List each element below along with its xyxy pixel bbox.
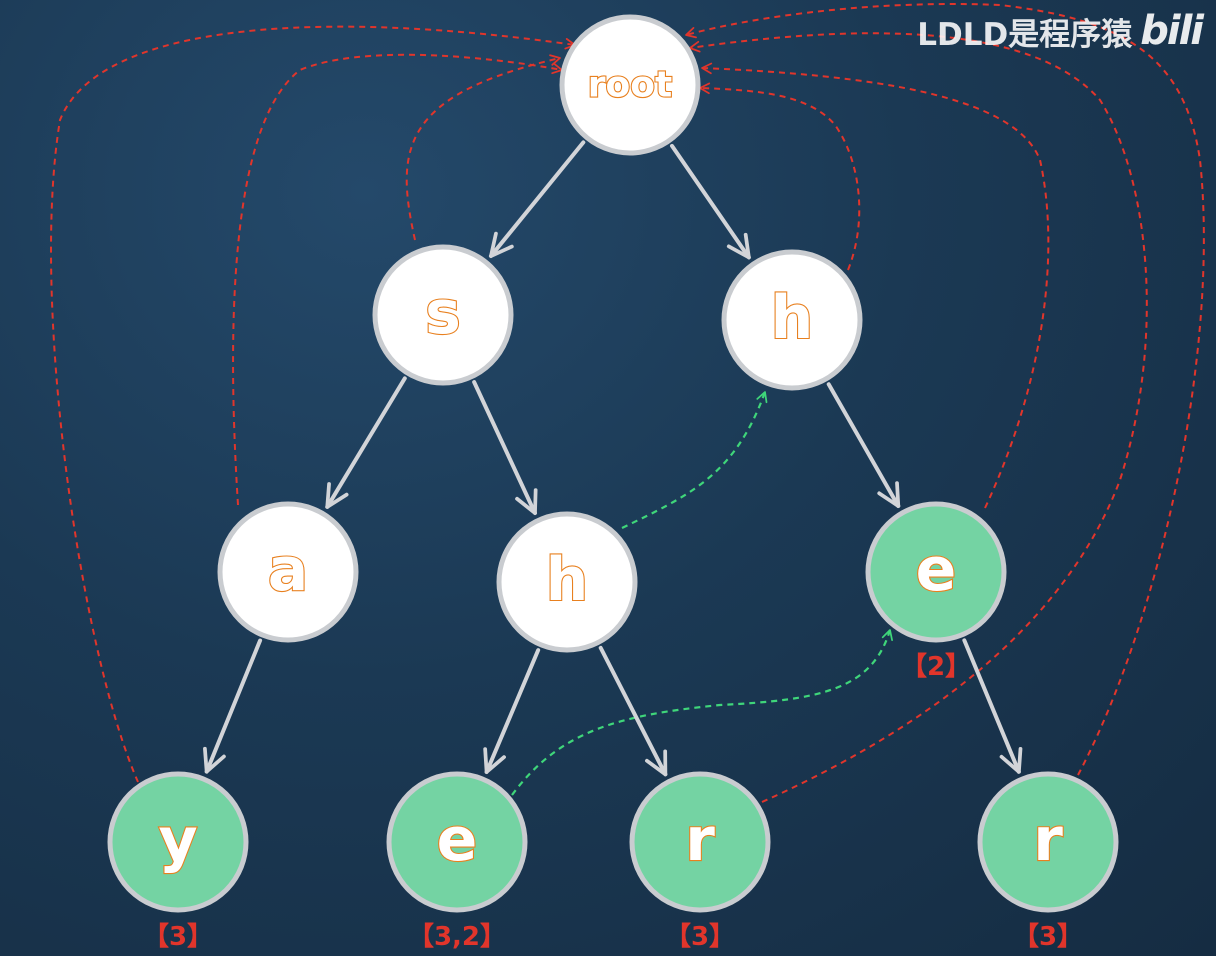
bilibili-logo-icon: bili bbox=[1140, 8, 1204, 54]
node-circle-h2 bbox=[496, 511, 638, 653]
output-label-r1: 【3】 bbox=[665, 922, 735, 952]
node-circle-s bbox=[372, 244, 514, 386]
node-letter-e2: e bbox=[437, 805, 478, 875]
trie-nodes: root s h a h e 【2】 y 【3】 e 【3,2】 r 【3】 r 【3】 bbox=[107, 14, 1119, 952]
watermark: LDLD是程序猿 bili bbox=[917, 8, 1204, 54]
trie-node-r2: r 【3】 bbox=[977, 771, 1119, 952]
trie-edge-root-s bbox=[488, 140, 586, 259]
output-label-e1: 【2】 bbox=[901, 652, 971, 682]
node-circle-h1 bbox=[721, 249, 863, 391]
node-circle-y bbox=[107, 771, 249, 913]
trie-node-y: y 【3】 bbox=[107, 771, 249, 952]
fail-link-s-root bbox=[405, 54, 561, 241]
trie-node-a: a bbox=[217, 501, 359, 643]
trie-node-h1: h bbox=[721, 249, 863, 391]
trie-edge-s-h2 bbox=[472, 380, 538, 516]
trie-node-e1: e 【2】 bbox=[865, 501, 1007, 682]
node-letter-h1: h bbox=[771, 283, 814, 353]
trie-node-r1: r 【3】 bbox=[629, 771, 771, 952]
output-label-r2: 【3】 bbox=[1013, 922, 1083, 952]
trie-edge-root-h1 bbox=[670, 143, 751, 260]
node-letter-y: y bbox=[158, 805, 197, 875]
node-letter-e1: e bbox=[916, 535, 957, 605]
output-label-y: 【3】 bbox=[143, 922, 213, 952]
trie-edge-a-y bbox=[203, 638, 263, 774]
trie-node-h2: h bbox=[496, 511, 638, 653]
node-circle-e1 bbox=[865, 501, 1007, 643]
trie-node-e2: e 【3,2】 bbox=[386, 771, 528, 952]
fail-links bbox=[50, 3, 1205, 803]
node-letter-r1: r bbox=[685, 805, 715, 875]
node-letter-root: root bbox=[588, 65, 672, 106]
node-circle-a bbox=[217, 501, 359, 643]
node-circle-root bbox=[559, 14, 701, 156]
dict-link-h2-h1 bbox=[621, 391, 768, 529]
node-letter-s: s bbox=[425, 278, 461, 348]
node-circle-e2 bbox=[386, 771, 528, 913]
node-letter-r2: r bbox=[1033, 805, 1063, 875]
output-label-e2: 【3,2】 bbox=[408, 922, 506, 952]
fail-link-a-root bbox=[232, 53, 563, 506]
fail-link-r1-root bbox=[689, 32, 1148, 803]
dict-link-e2-e1 bbox=[511, 629, 893, 796]
fail-link-y-root bbox=[50, 25, 576, 783]
trie-edge-h2-e2 bbox=[483, 648, 541, 775]
node-circle-r1 bbox=[629, 771, 771, 913]
trie-node-s: s bbox=[372, 244, 514, 386]
trie-node-root: root bbox=[559, 14, 701, 156]
node-circle-r2 bbox=[977, 771, 1119, 913]
trie-edges bbox=[203, 140, 1023, 777]
watermark-text: LDLD是程序猿 bbox=[917, 16, 1133, 53]
fail-link-h1-root bbox=[699, 82, 861, 271]
trie-edge-e1-r2 bbox=[962, 638, 1023, 774]
trie-edge-h1-e1 bbox=[826, 382, 901, 509]
node-letter-h2: h bbox=[546, 545, 589, 615]
trie-edge-s-a bbox=[325, 376, 407, 509]
node-letter-a: a bbox=[268, 535, 309, 605]
fail-link-r2-root bbox=[685, 3, 1205, 776]
trie-edge-h2-r1 bbox=[598, 645, 668, 777]
